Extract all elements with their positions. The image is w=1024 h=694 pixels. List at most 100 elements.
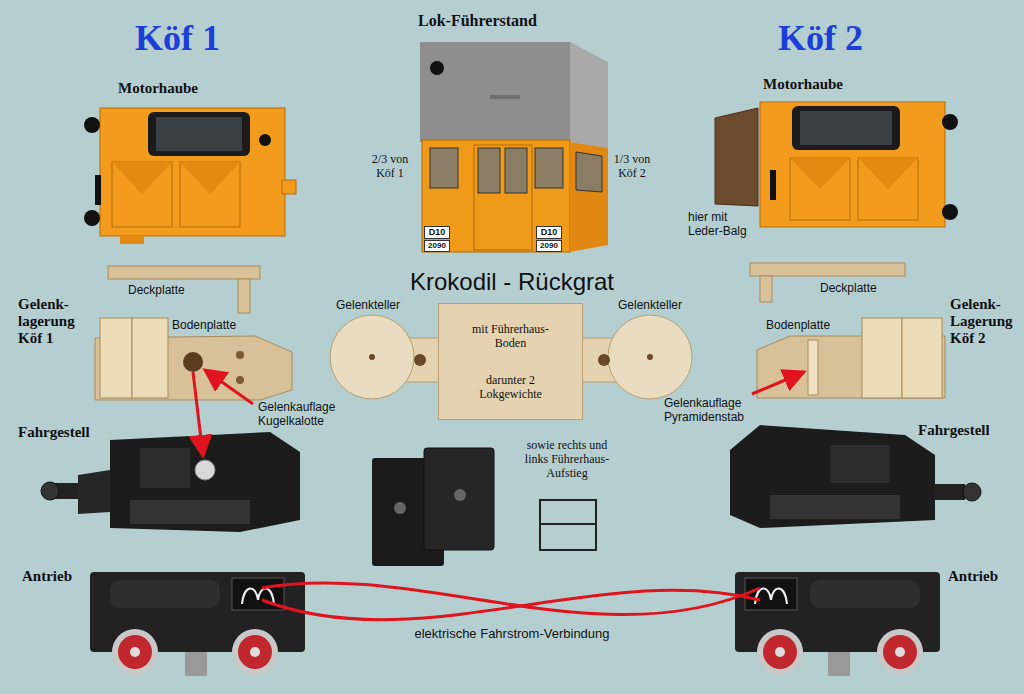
loco-weights <box>372 448 494 566</box>
hood-door <box>180 162 240 227</box>
chassis-detail <box>140 448 190 488</box>
joint-disc <box>608 315 692 399</box>
walkway <box>770 495 900 519</box>
wheel-hub <box>250 647 260 657</box>
part-label: Bodenplatte <box>766 318 830 332</box>
hole <box>369 354 375 360</box>
wire-loop <box>755 588 787 604</box>
wheel-center <box>238 635 272 669</box>
base-plate <box>757 318 945 398</box>
number-plate: D10 <box>536 226 562 239</box>
wheel-center <box>763 635 797 669</box>
engine-hood <box>84 108 296 244</box>
part-label: Deckplatte <box>820 281 877 295</box>
door-facet <box>180 162 240 194</box>
pivot-pin <box>828 652 850 676</box>
step-rung <box>540 523 596 525</box>
part-label: Deckplatte <box>128 283 185 297</box>
hood-body <box>760 102 945 227</box>
heading: Lok-Führerstand <box>418 12 537 30</box>
wheel-center <box>883 635 917 669</box>
hood-door <box>112 162 172 227</box>
lamp <box>942 114 958 130</box>
block <box>100 318 132 398</box>
hood-box <box>282 180 296 194</box>
weight-hole <box>394 502 406 514</box>
note-label: Gelenkauflage Kugelkalotte <box>258 400 350 428</box>
joint-disc <box>330 315 414 399</box>
cab-step <box>540 500 596 550</box>
lamp <box>84 210 100 226</box>
cab-door <box>474 145 532 250</box>
cab-window <box>505 148 527 193</box>
wheel-hub <box>895 647 905 657</box>
lamp <box>84 117 100 133</box>
cab-window <box>535 148 563 188</box>
part-label: Gelenk-Lagerung Köf 2 <box>950 296 1020 347</box>
part-label: Fahrgestell <box>18 424 90 441</box>
number-plate: 2090 <box>424 240 450 252</box>
step-frame <box>540 500 596 550</box>
handle <box>770 170 776 200</box>
cab-window <box>478 148 500 193</box>
leather-bellows <box>715 108 758 206</box>
part-label: Antrieb <box>22 568 72 585</box>
leader-arrow <box>205 370 253 404</box>
handle <box>95 175 101 205</box>
buffer <box>41 482 59 500</box>
hood-grille <box>156 117 242 151</box>
weight <box>424 448 494 550</box>
wheel-center <box>118 635 152 669</box>
cab-roof <box>420 42 570 142</box>
door-facet <box>858 158 918 189</box>
cab-front <box>422 140 570 252</box>
peg <box>760 276 772 302</box>
hole <box>647 354 653 360</box>
chassis <box>41 432 300 532</box>
wire-label: elektrische Fahrstrom-Verbindung <box>392 626 632 642</box>
hood-body <box>100 108 285 236</box>
plank <box>108 266 260 279</box>
wheel <box>877 629 923 675</box>
engine-hood <box>715 102 958 227</box>
door-facet <box>790 158 850 189</box>
note-label: 2/3 von Köf 1 <box>371 152 409 180</box>
part-label: Antrieb <box>948 568 998 585</box>
block <box>862 318 902 398</box>
knob <box>259 134 271 146</box>
hood-door <box>858 158 918 220</box>
roof-knob <box>430 61 444 75</box>
cab-window <box>576 152 602 192</box>
part-label: Bodenplatte <box>172 318 236 332</box>
number-plate: D10 <box>424 226 450 239</box>
motor-top <box>110 580 220 608</box>
drive-unit <box>735 572 940 676</box>
part-label: Fahrgestell <box>918 422 990 439</box>
chassis <box>730 425 981 528</box>
pivot-pin <box>185 652 207 676</box>
walkway <box>130 500 250 524</box>
coupling <box>935 484 965 500</box>
wire-box <box>745 578 797 610</box>
wheel-hub <box>130 647 140 657</box>
cab-window <box>430 148 458 188</box>
weight-hole <box>454 489 466 501</box>
motor-top <box>810 580 920 608</box>
hole <box>236 351 244 359</box>
part-label: Gelenkteller <box>336 298 400 312</box>
wheel <box>757 629 803 675</box>
chassis-body <box>110 432 300 532</box>
power-wire <box>262 583 760 615</box>
cab <box>420 42 608 252</box>
buffer <box>963 483 981 501</box>
leader-arrow <box>193 372 203 456</box>
wheel-hub <box>775 647 785 657</box>
plank <box>750 263 905 276</box>
hole <box>183 352 203 372</box>
number-plate: 2090 <box>536 240 562 252</box>
heading: Krokodil - Rückgrat <box>392 268 632 296</box>
heading: Köf 2 <box>778 18 863 58</box>
heading: Köf 1 <box>135 18 220 58</box>
cab-roof-side <box>570 42 608 148</box>
